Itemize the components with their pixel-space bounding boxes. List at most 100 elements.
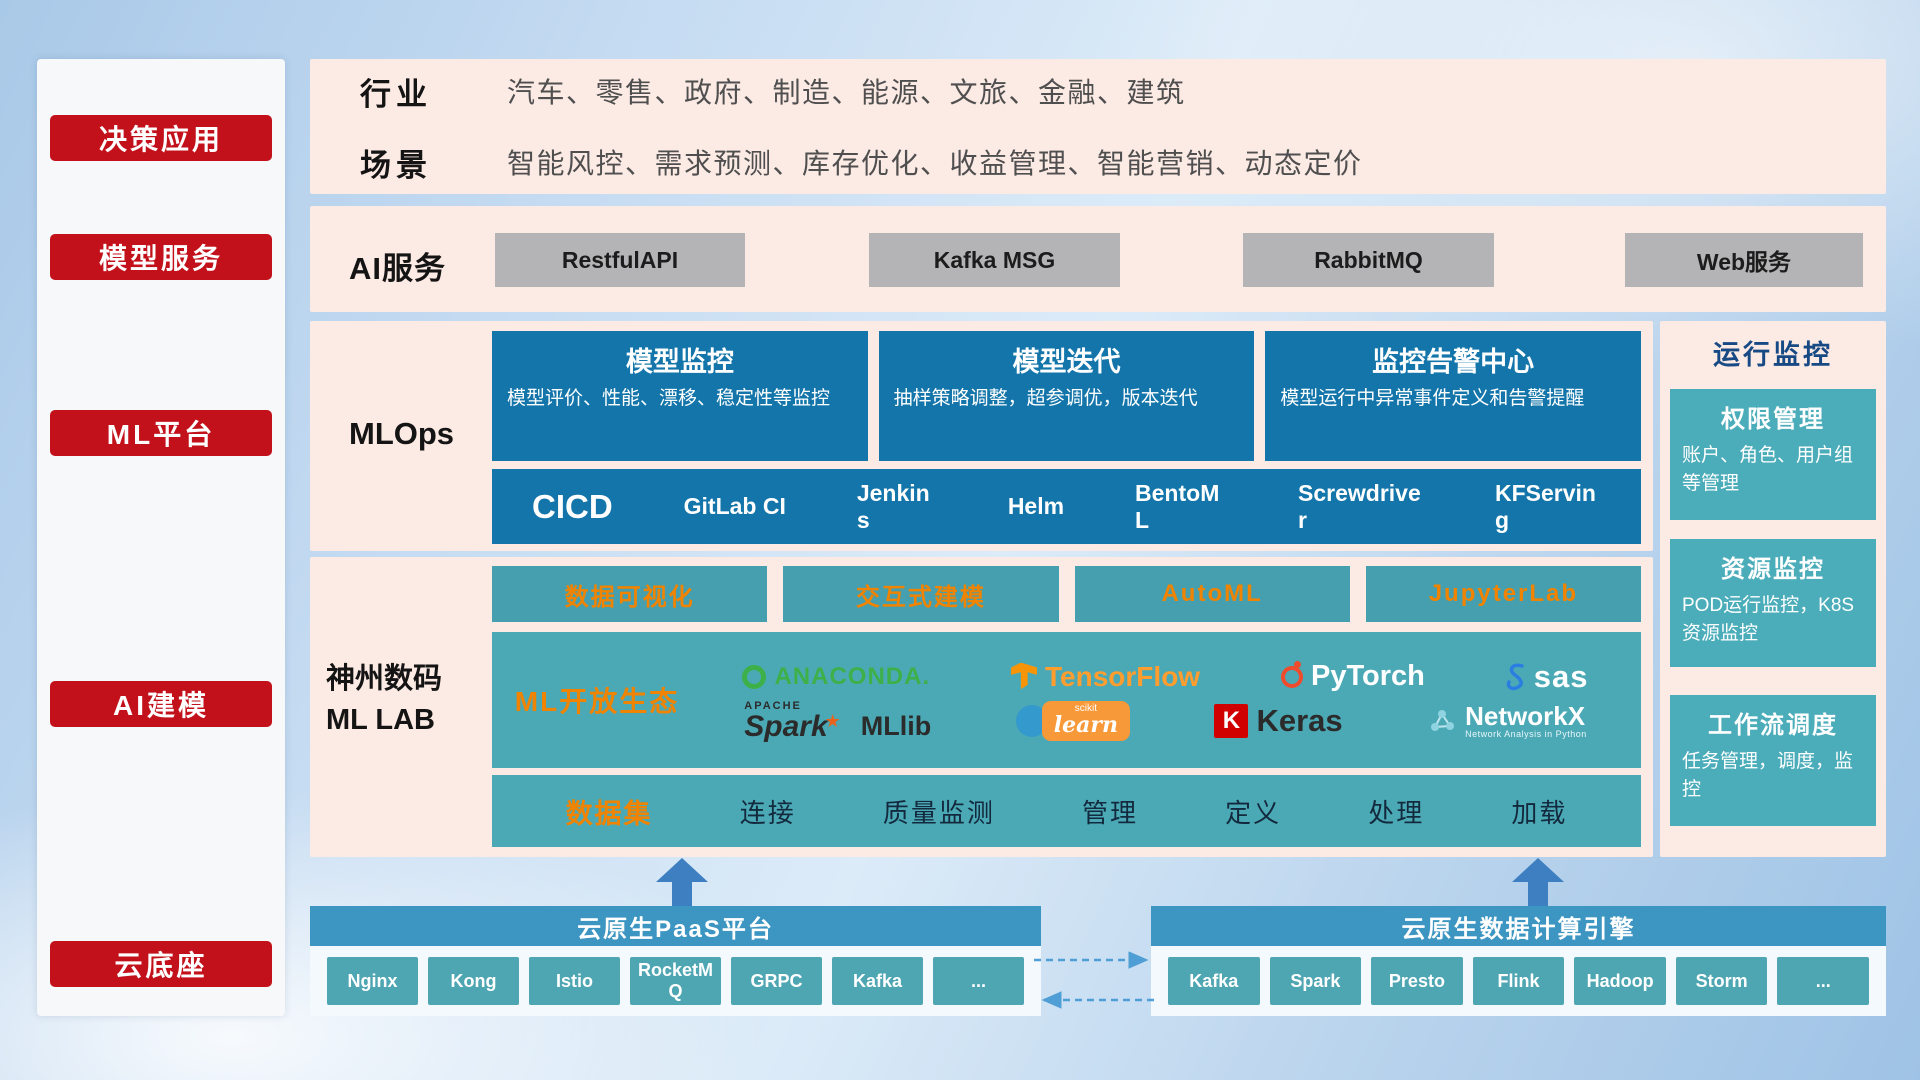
spark-wordmark: Spark★ — [744, 710, 841, 742]
mlops-panel: MLOps 模型监控 模型评价、性能、漂移、稳定性等监控 模型迭代 抽样策略调整… — [310, 321, 1653, 551]
jenkins-label: Jenkins — [856, 480, 930, 533]
industry-list: 汽车、零售、政府、制造、能源、文旅、金融、建筑 — [507, 77, 1186, 108]
left-category-rail: 决策应用 模型服务 ML平台 AI建模 云底座 — [37, 59, 285, 1016]
paas-up-arrow — [656, 858, 708, 906]
tensorflow-wordmark: TensorFlow — [1045, 660, 1201, 692]
scene-row: 场景 智能风控、需求预测、库存优化、收益管理、智能营销、动态定价 — [360, 140, 1886, 185]
permission-management-card: 权限管理 账户、角色、用户组等管理 — [1670, 389, 1876, 520]
mllab-feature-buttons: 数据可视化 交互式建模 AutoML JupyterLab — [492, 566, 1641, 622]
mllib-wordmark: MLlib — [860, 710, 932, 741]
paas-components: Nginx Kong Istio RocketMQ GRPC Kafka ... — [310, 946, 1041, 1016]
arrow-stem — [1528, 882, 1548, 906]
dataset-bar: 数据集 连接 质量监测 管理 定义 处理 加载 — [492, 775, 1641, 847]
runtime-monitoring-panel: 运行监控 权限管理 账户、角色、用户组等管理 资源监控 POD运行监控，K8S资… — [1660, 321, 1886, 857]
learn-label: learn — [1053, 712, 1118, 738]
networkx-subtitle: Network Analysis in Python — [1465, 729, 1587, 740]
flink-chip: Flink — [1472, 957, 1565, 1005]
category-ml-platform: ML平台 — [50, 410, 272, 456]
scene-label: 场景 — [360, 147, 432, 183]
data-engine-bar: 云原生数据计算引擎 — [1151, 906, 1886, 946]
anaconda-wordmark: ANACONDA. — [774, 662, 931, 690]
ai-service-label: AI服务 — [349, 251, 446, 286]
dashed-link-arrows — [1034, 951, 1154, 1009]
keras-logo: K Keras — [1214, 703, 1343, 739]
dataset-item-process: 处理 — [1368, 797, 1425, 828]
presto-chip: Presto — [1371, 957, 1463, 1005]
kfserving-label: KFServing — [1494, 480, 1596, 533]
model-monitoring-title: 模型监控 — [625, 347, 734, 377]
gitlab-ci-label: GitLab CI — [683, 493, 786, 520]
bentoml-label: BentoML — [1135, 480, 1220, 533]
engine-components: Kafka Spark Presto Flink Hadoop Storm ..… — [1151, 946, 1886, 1016]
runtime-monitoring-title: 运行监控 — [1713, 340, 1833, 370]
category-model-service: 模型服务 — [50, 234, 272, 280]
rocketmq-chip: RocketMQ — [630, 957, 721, 1005]
kafka-chip: Kafka — [832, 957, 923, 1005]
eco-row-1: ANACONDA. TensorFlow PyTorch sas — [702, 659, 1629, 695]
networkx-icon — [1431, 709, 1455, 731]
eco-logos: ANACONDA. TensorFlow PyTorch sas — [702, 659, 1641, 742]
eco-row-2: APACHE Spark★ MLlib scikit learn K — [702, 699, 1629, 742]
ai-service-panel: AI服务 RestfulAPI Kafka MSG RabbitMQ Web服务 — [310, 206, 1886, 312]
category-ai-modeling: AI建模 — [50, 681, 272, 727]
kafka-chip: Kafka — [1168, 957, 1260, 1005]
pytorch-wordmark: PyTorch — [1310, 660, 1425, 692]
alert-center-card: 监控告警中心 模型运行中异常事件定义和告警提醒 — [1265, 331, 1642, 461]
model-iteration-desc: 抽样策略调整，超参调优，版本迭代 — [893, 388, 1198, 409]
industry-row: 行业 汽车、零售、政府、制造、能源、文旅、金融、建筑 — [360, 69, 1886, 114]
tensorflow-icon — [1011, 662, 1038, 690]
permission-management-title: 权限管理 — [1721, 406, 1825, 433]
industry-scene-panel: 行业 汽车、零售、政府、制造、能源、文旅、金融、建筑 场景 智能风控、需求预测、… — [310, 59, 1886, 194]
mllab-panel: 神州数码 ML LAB 数据可视化 交互式建模 AutoML JupyterLa… — [310, 557, 1653, 857]
rabbitmq-button: RabbitMQ — [1243, 233, 1494, 287]
more-chip: ... — [1777, 957, 1870, 1005]
workflow-scheduling-card: 工作流调度 任务管理，调度，监控 — [1670, 695, 1876, 826]
restfulapi-button: RestfulAPI — [495, 233, 745, 287]
networkx-text: NetworkX — [1465, 700, 1586, 731]
sas-wordmark: sas — [1533, 658, 1589, 694]
spark-mllib-logo: APACHE Spark★ MLlib — [744, 699, 932, 742]
tensorflow-logo: TensorFlow — [1011, 661, 1200, 693]
apache-label: APACHE — [744, 699, 802, 712]
arrow-stem — [672, 882, 692, 906]
mllab-label-line1: 神州数码 — [326, 663, 443, 695]
istio-chip: Istio — [529, 957, 620, 1005]
dataset-item-connect: 连接 — [739, 797, 796, 828]
spark-star-icon: ★ — [824, 710, 841, 731]
dataset-title: 数据集 — [565, 798, 653, 829]
mlops-cards: 模型监控 模型评价、性能、漂移、稳定性等监控 模型迭代 抽样策略调整，超参调优，… — [492, 331, 1642, 461]
storm-chip: Storm — [1675, 957, 1768, 1005]
alert-center-title: 监控告警中心 — [1372, 347, 1535, 377]
dataset-item-load: 加载 — [1511, 797, 1568, 828]
automl-button: AutoML — [1074, 566, 1350, 622]
dataset-item-define: 定义 — [1225, 797, 1282, 828]
paas-platform-bar: 云原生PaaS平台 — [310, 906, 1041, 946]
arrow-head — [656, 858, 708, 882]
interactive-modeling-button: 交互式建模 — [783, 566, 1059, 622]
kong-chip: Kong — [428, 957, 519, 1005]
grpc-chip: GRPC — [731, 957, 822, 1005]
permission-management-desc: 账户、角色、用户组等管理 — [1682, 445, 1854, 494]
arrow-head — [1512, 858, 1564, 882]
more-chip: ... — [933, 957, 1024, 1005]
scikit-label: scikit — [1074, 703, 1097, 714]
jupyterlab-button: JupyterLab — [1365, 566, 1641, 622]
pytorch-icon — [1280, 660, 1303, 688]
mllab-label: 神州数码 ML LAB — [326, 659, 492, 740]
engine-up-arrow — [1512, 858, 1564, 906]
keras-icon: K — [1214, 704, 1249, 738]
workflow-scheduling-desc: 任务管理，调度，监控 — [1682, 751, 1854, 800]
mllab-label-line2: ML LAB — [326, 703, 436, 736]
industry-label: 行业 — [360, 76, 432, 112]
anaconda-logo: ANACONDA. — [742, 663, 930, 691]
model-iteration-title: 模型迭代 — [1012, 347, 1121, 377]
nginx-chip: Nginx — [327, 957, 418, 1005]
model-iteration-card: 模型迭代 抽样策略调整，超参调优，版本迭代 — [878, 331, 1255, 461]
resource-monitoring-card: 资源监控 POD运行监控，K8S资源监控 — [1670, 539, 1876, 667]
kafka-msg-button: Kafka MSG — [869, 233, 1120, 287]
data-visualization-button: 数据可视化 — [492, 566, 768, 622]
workflow-scheduling-title: 工作流调度 — [1708, 712, 1838, 739]
sas-logo: sas — [1506, 659, 1589, 695]
spark-chip: Spark — [1269, 957, 1362, 1005]
